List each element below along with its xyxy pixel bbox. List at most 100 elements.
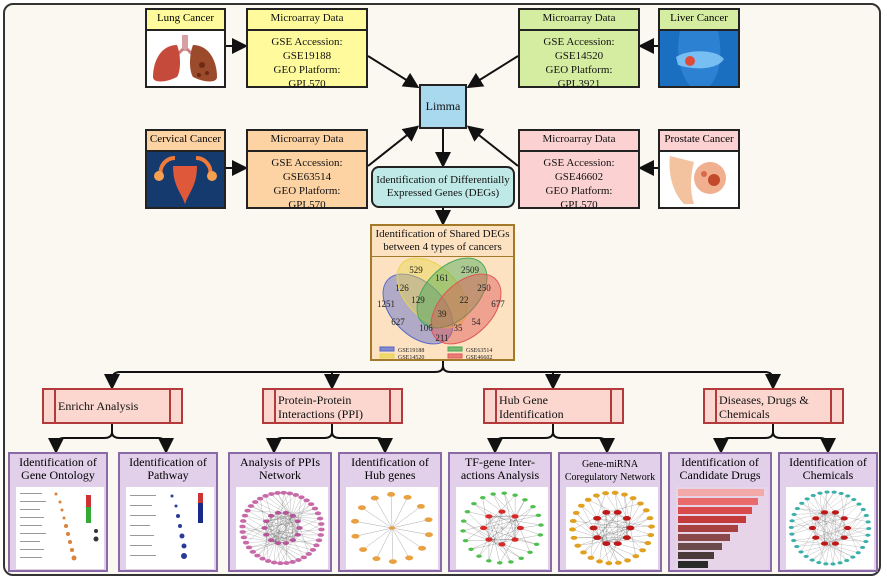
network-node — [611, 490, 619, 495]
network-node — [298, 495, 305, 500]
network-node — [240, 519, 247, 523]
network-hub-node — [844, 525, 852, 531]
network-node — [479, 495, 486, 500]
network-node — [351, 518, 360, 524]
venn-count: 211 — [435, 333, 448, 343]
venn-ellipse-gse46602 — [430, 273, 502, 345]
network-node — [280, 490, 287, 495]
network-hub-node — [511, 514, 519, 519]
network-hub-node — [274, 510, 282, 515]
ppi-analysis-line2: Interactions (PPI) — [278, 407, 363, 421]
network-hub-node — [267, 513, 275, 518]
network-hub-node — [498, 509, 506, 514]
network-node — [318, 527, 325, 532]
network-node — [789, 532, 795, 536]
lung-cancer-panel: Lung Cancer — [145, 8, 226, 88]
network-node — [424, 517, 433, 523]
network-node — [268, 492, 275, 496]
network-node — [405, 555, 414, 561]
network-hub-node — [808, 525, 816, 531]
lung-cancer-label: Lung Cancer — [147, 10, 224, 31]
network-node — [372, 556, 381, 562]
lung-platform-label: GEO Platform: — [273, 64, 341, 76]
degs-line1: Identification of Differentially — [376, 174, 510, 186]
network-hub-node — [289, 513, 297, 518]
network-node — [530, 505, 536, 509]
network-node — [799, 501, 805, 505]
network-hub-node — [485, 514, 493, 519]
tf-gene-network-thumbnail — [456, 487, 548, 569]
cervical-accession-value: GSE63514 — [282, 171, 332, 183]
network-node — [809, 558, 815, 562]
network-node — [863, 539, 869, 544]
network-node — [533, 542, 540, 546]
network-node — [283, 561, 290, 565]
network-hub-node — [613, 541, 622, 546]
liver-cancer-panel: Liver Cancer — [658, 8, 740, 88]
network-node — [245, 545, 253, 550]
network-node — [823, 562, 829, 566]
network-node — [388, 559, 397, 565]
network-hub-node — [511, 537, 519, 542]
degs-line2: Expressed Genes (DEGs) — [386, 187, 500, 199]
network-node — [527, 550, 533, 554]
shared-degs-box: Identification of Shared DEGs between 4 … — [370, 224, 515, 361]
enrichr-analysis-label: Enrichr Analysis — [58, 399, 139, 413]
network-node — [644, 541, 652, 546]
candidate-drugs-line1: Identification of — [681, 455, 759, 469]
enrichr-analysis-box: Enrichr Analysis — [42, 388, 183, 424]
limma-box: Limma — [419, 84, 467, 129]
network-node — [856, 502, 862, 506]
network-node — [256, 496, 264, 501]
gene-ontology-line2: Gene Ontology — [21, 468, 95, 482]
network-hub-node — [263, 532, 270, 537]
network-hub-node — [274, 541, 282, 546]
gene-mirna-network-thumbnail — [566, 487, 658, 569]
prostate-cancer-label: Prostate Cancer — [660, 131, 738, 152]
shared-line2: between 4 types of cancers — [383, 241, 502, 253]
network-node — [239, 524, 246, 529]
ppi-network-line1: Analysis of PPIs — [239, 455, 320, 469]
venn-count: 22 — [460, 295, 469, 305]
venn-legend-label: GSE19188 — [398, 348, 424, 354]
network-hub-node — [840, 516, 848, 521]
network-node — [816, 560, 822, 565]
network-node — [274, 491, 281, 495]
lungs-icon — [153, 35, 217, 82]
network-node — [292, 493, 300, 497]
cervix-icon — [147, 152, 224, 207]
network-node — [789, 519, 795, 523]
network-node — [351, 533, 360, 539]
network-node — [803, 554, 809, 559]
network-node — [794, 506, 800, 511]
network-node — [646, 516, 654, 521]
prostate-icon — [669, 156, 726, 204]
hub-gene-box: Hub Gene Identification — [483, 388, 624, 424]
network-node — [865, 533, 871, 537]
network-node — [512, 493, 518, 497]
hub-gene-line1: Hub Gene — [499, 393, 548, 407]
network-node — [535, 513, 542, 518]
network-node — [804, 497, 810, 501]
hub-genes-line2: Hub genes — [364, 468, 416, 482]
network-hub-node — [498, 542, 506, 547]
chemicals-line2: Chemicals — [802, 468, 854, 482]
prostate-accession-value: GSE46602 — [554, 171, 604, 183]
chemicals-line1: Identification of — [789, 455, 867, 469]
venn-count: 39 — [438, 309, 448, 319]
pathway-line2: Pathway — [147, 468, 189, 482]
tf-gene-line2: actions Analysis — [460, 468, 540, 482]
network-node — [314, 511, 322, 516]
tf-gene-panel: TF-gene Inter-actions Analysis — [448, 452, 552, 572]
network-node — [418, 545, 427, 551]
lung-accession-value: GSE19188 — [282, 50, 332, 62]
network-node — [242, 540, 250, 545]
venn-count: 129 — [411, 295, 425, 305]
network-node — [244, 508, 251, 513]
liver-platform-label: GEO Platform: — [545, 64, 613, 76]
cervical-cancer-panel: Cervical Cancer — [145, 129, 226, 209]
liver-microarray-header: Microarray Data — [520, 10, 638, 31]
